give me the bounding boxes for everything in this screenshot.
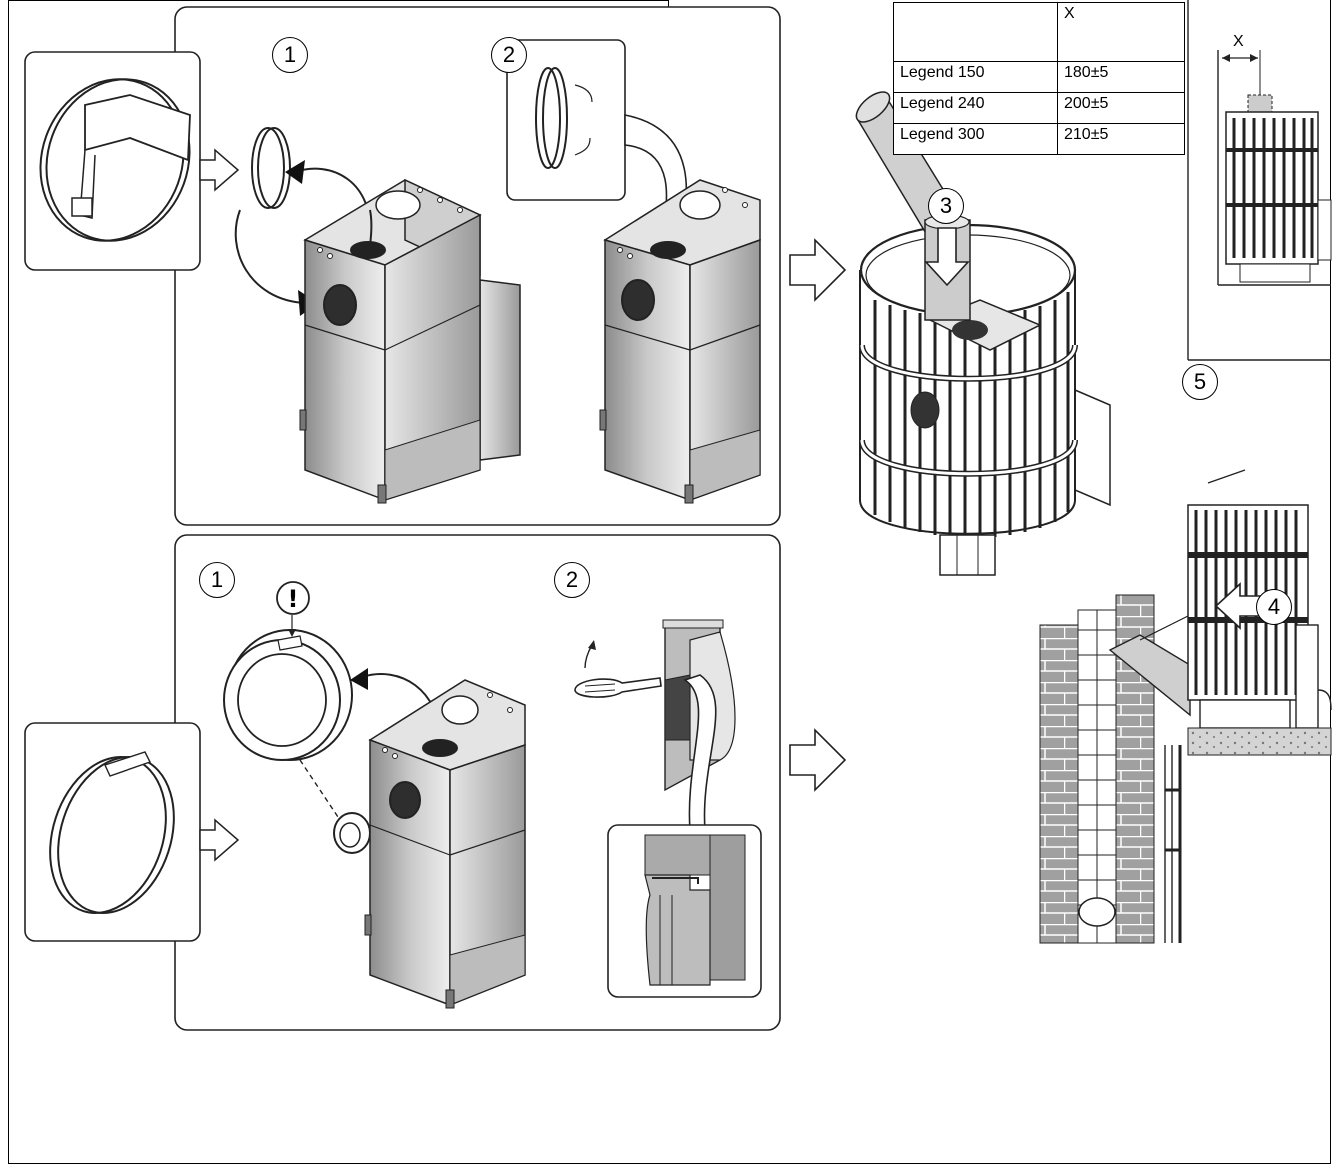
small-cap [333,812,371,854]
step-badge-detail-5: 5 [1182,364,1218,400]
page-top-tick [668,0,669,10]
clip-detail-inset [607,824,762,998]
page-top-edge [8,0,668,1]
dimension-table: X Legend 150 180±5 Legend 240 200±5 Lege… [893,2,1185,155]
arrow-head-icon [350,668,368,690]
table-cell: 180±5 [1057,61,1185,93]
step-badge-top-2: 2 [491,37,527,73]
table-cell: Legend 300 [893,123,1058,155]
step-badge-wall-4: 4 [1256,589,1292,625]
arrow-right-icon [199,148,240,192]
warning-icon [276,581,310,615]
table-cell: Legend 150 [893,61,1058,93]
heater-body-top-2 [599,179,761,504]
arrow-head-icon [285,160,305,184]
table-header-row: X [893,2,1185,62]
table-cell: Legend 240 [893,92,1058,124]
table-header-cell [893,2,1058,62]
brick-wall [1039,469,1246,944]
step-badge-bottom-2: 2 [554,562,590,598]
arrow-down-icon [924,227,970,287]
heater-side-view [1187,504,1332,756]
arrow-right-icon [789,728,847,792]
table-cell: 210±5 [1057,123,1185,155]
small-ring [251,127,291,209]
warning-mark: ! [288,585,299,613]
heater-body-bottom [364,679,526,1009]
page-frame [8,0,1331,1164]
clearance-detail [1187,0,1332,361]
arrow-right-icon [199,818,240,862]
cover-ring [223,615,353,761]
bottom-ring-inset [24,722,201,942]
step-badge-pipe-3: 3 [928,188,964,224]
ring-rotation-inset [506,39,626,201]
table-row: Legend 150 180±5 [893,61,1185,93]
screwdriver-icon [574,677,662,698]
table-header-cell: X [1057,2,1185,62]
dimension-label: X [1233,33,1244,50]
heater-stone-cage [859,223,1111,576]
table-row: Legend 300 210±5 [893,123,1185,155]
heater-body-top-1 [299,178,521,504]
step-badge-top-1: 1 [272,37,308,73]
table-cell: 200±5 [1057,92,1185,124]
table-row: Legend 240 200±5 [893,92,1185,124]
arrow-right-icon [789,238,847,302]
top-ring-inset [24,51,201,271]
step-badge-bottom-1: 1 [199,562,235,598]
